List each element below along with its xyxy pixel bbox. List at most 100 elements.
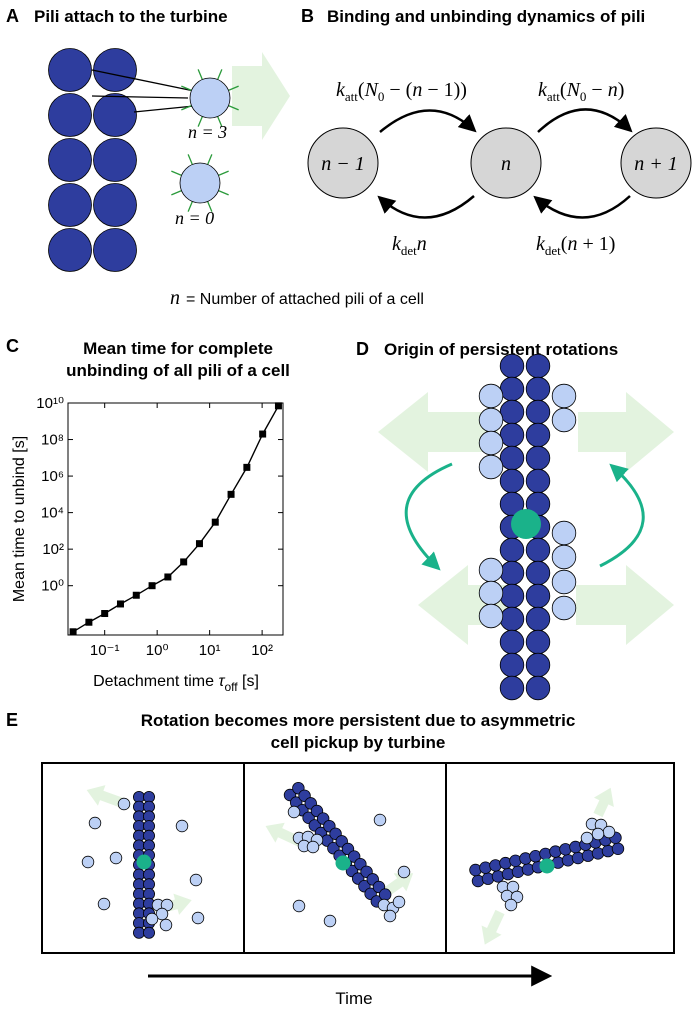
- data-point: [211, 518, 219, 526]
- attached-cell: [392, 895, 406, 909]
- data-point: [116, 600, 124, 608]
- pilus: [218, 170, 229, 176]
- motion-arrow: [593, 787, 614, 818]
- data-point: [164, 573, 172, 581]
- turbine-cell: [48, 183, 92, 227]
- panel-e-title-line-1: Rotation becomes more persistent due to …: [141, 711, 576, 730]
- data-point: [85, 618, 93, 626]
- pilus-line: [91, 95, 189, 99]
- pilus: [197, 69, 203, 80]
- turbine-cell: [132, 926, 145, 939]
- attached-cell: [159, 918, 173, 932]
- state-label: n: [501, 153, 511, 175]
- turbine-cell: [378, 888, 392, 901]
- attached-cell: [478, 603, 504, 629]
- pilus: [181, 105, 192, 111]
- data-point: [243, 463, 251, 471]
- attached-cell: [145, 912, 159, 926]
- pilus: [218, 190, 229, 196]
- rate-att-left: katt(N0 − (n − 1)): [336, 79, 467, 104]
- data-point: [69, 628, 77, 636]
- attach-arrow-right: [537, 108, 633, 133]
- free-cell: [88, 816, 102, 830]
- panel-d-title: Origin of persistent rotations: [384, 340, 618, 359]
- turbine-cell: [611, 842, 625, 856]
- pilus: [171, 190, 182, 196]
- pilus: [207, 201, 213, 212]
- attached-cell: [602, 825, 616, 839]
- x-tick-label: 10²: [251, 642, 273, 659]
- turbine-cell: [142, 926, 155, 939]
- panel-a-title: Pili attach to the turbine: [34, 7, 228, 26]
- time-label: Time: [335, 989, 372, 1008]
- definition-symbol: n: [170, 287, 180, 309]
- free-cell: [323, 914, 337, 928]
- turbine-cell: [499, 652, 525, 678]
- definition-text: = Number of attached pili of a cell: [186, 291, 424, 308]
- pilus: [181, 85, 192, 91]
- panel-e-title-line-2: cell pickup by turbine: [271, 733, 446, 752]
- snapshot-frame: [41, 762, 675, 954]
- turbine-cell: [48, 93, 92, 137]
- turbine-cell: [499, 583, 525, 609]
- state-n-plus-1: [620, 127, 692, 199]
- attached-cell: [478, 430, 504, 456]
- x-axis-label: Detachment time τoff [s]: [93, 673, 259, 694]
- pilus-line: [133, 105, 195, 113]
- series-points: [69, 402, 282, 636]
- panel-e-letter: E: [6, 710, 18, 730]
- data-point: [195, 540, 203, 548]
- right-arrow-bottom: [576, 565, 674, 645]
- free-cell: [171, 154, 229, 212]
- state-label: n − 1: [321, 153, 365, 175]
- free-cell: [97, 897, 111, 911]
- state-n-minus-1: [307, 127, 379, 199]
- turbine-cell: [48, 138, 92, 182]
- turbine-cell: [525, 445, 551, 471]
- turbine-cell: [525, 468, 551, 494]
- attached-cell: [383, 909, 397, 923]
- turbine-cell: [499, 445, 525, 471]
- pilus: [217, 116, 223, 127]
- data-point: [227, 490, 235, 498]
- data-point: [274, 402, 282, 410]
- y-tick-label: 10¹⁰: [36, 395, 64, 412]
- free-cell: [191, 911, 205, 925]
- panel-d: D Origin of persistent rotations: [356, 339, 674, 701]
- attached-cell: [478, 383, 504, 409]
- state-n: [470, 127, 542, 199]
- rate-det-left: kdetn: [392, 233, 427, 258]
- turbine-cell: [499, 422, 525, 448]
- x-tick-label: 10¹: [199, 642, 221, 659]
- data-point: [180, 558, 188, 566]
- turbine-cell: [525, 652, 551, 678]
- state-label: n + 1: [634, 153, 678, 175]
- attached-cell: [478, 580, 504, 606]
- y-axis-label: Mean time to unbind [s]: [11, 436, 28, 602]
- free-cell: [81, 855, 95, 869]
- y-tick-label: 10⁶: [41, 468, 64, 485]
- data-point: [101, 610, 109, 618]
- motion-arrow: [481, 909, 505, 945]
- snapshot-2: [265, 781, 414, 928]
- turbine-cell: [525, 629, 551, 655]
- attached-cell: [478, 557, 504, 583]
- detach-arrow-left: [377, 195, 475, 219]
- turbine-cell: [48, 228, 92, 272]
- panel-d-letter: D: [356, 339, 369, 359]
- attached-cell: [551, 595, 577, 621]
- right-arrow-top: [578, 392, 674, 472]
- label-n-free: n = 0: [175, 208, 214, 228]
- turbine-cell: [525, 376, 551, 402]
- attached-cell: [591, 827, 605, 841]
- pilus: [217, 69, 223, 80]
- pilus: [207, 154, 213, 165]
- data-point: [259, 430, 267, 438]
- turbine-cell: [499, 537, 525, 563]
- turbine-cell: [93, 48, 137, 92]
- free-cell: [109, 851, 123, 865]
- free-cell: [175, 819, 189, 833]
- free-cell: [287, 805, 301, 819]
- turbine-cell: [93, 138, 137, 182]
